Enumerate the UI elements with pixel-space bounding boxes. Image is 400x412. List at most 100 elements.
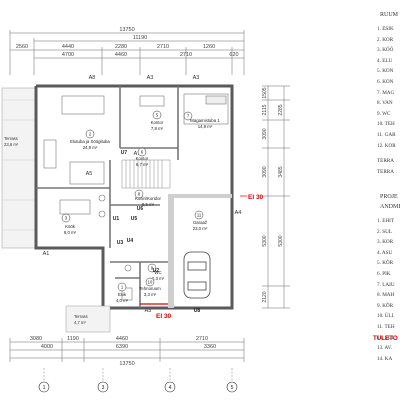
dim-bottom-r1-4: 2710	[196, 336, 208, 342]
legend-item: 11. GAR	[377, 131, 396, 138]
project-item: 9. KÕR	[377, 302, 394, 309]
fire-label-door: EI 30	[156, 313, 172, 320]
project-item: 4. ASU	[377, 249, 393, 256]
dim-right-4: 3090	[262, 166, 268, 177]
door-U2: U2	[153, 268, 160, 274]
room-num-7: 7	[187, 114, 190, 119]
legend-item: 8. VAN	[377, 100, 393, 107]
room-3-area: 9,0 m²	[64, 230, 77, 235]
dim-top-r4-4: 620	[229, 52, 238, 58]
fire-rating-labels: EI 30 EI 30	[156, 194, 264, 320]
axis-num-1: 1	[43, 385, 46, 391]
legend-item: 10. TEH	[377, 121, 395, 128]
bottom-dimensions	[9, 338, 245, 362]
dim-bottom-r2-3: 3360	[204, 344, 216, 350]
furniture	[43, 93, 229, 301]
legend-item: 6. KON	[377, 78, 394, 85]
room-9-name: WC	[154, 270, 161, 275]
axis-A5: A5	[86, 171, 93, 177]
room-num-1: 1	[121, 285, 124, 290]
legend-item: 7. MAG	[377, 89, 395, 96]
room-num-9: 9	[151, 266, 154, 271]
axis-num-4: 4	[169, 385, 172, 391]
dim-top-r4-1: 4700	[62, 52, 74, 58]
room-3-name: Köök	[65, 224, 76, 229]
project-data-list: 1. EHIT 2. SUL 3. KOR 4. ASU 5. KÕR 6. P…	[377, 216, 400, 364]
legend-item: 9. WC	[377, 110, 391, 117]
car-icon	[183, 251, 211, 299]
terrace-line: TERRA	[377, 158, 395, 164]
axis-A1-bottom: A1	[43, 251, 50, 257]
dim-right-far-1: 2285	[278, 104, 284, 115]
door-U8: U8	[194, 308, 201, 314]
project-item: 8. MAH	[377, 292, 395, 299]
project-item: 6. PIK	[377, 270, 391, 277]
terrace-entrance-name: Terrass	[74, 314, 88, 319]
dim-top-total: 13750	[119, 27, 134, 33]
room-8-area: 9,5 m²	[142, 202, 155, 207]
room-7-area: 14,9 m²	[198, 124, 213, 129]
legend-item: 12. KOR	[377, 142, 396, 149]
project-item: 2. SUL	[377, 228, 392, 235]
dim-top-r4-2: 4460	[115, 52, 127, 58]
right-dimensions	[262, 85, 290, 309]
room-number-markers: 2 5 7 3 6 8 11 9 10 1	[61, 110, 204, 292]
terrace-entrance	[65, 305, 111, 333]
axis-A8: A8	[89, 75, 96, 81]
dim-top-r3-5: 1260	[203, 44, 215, 50]
door-U5: U5	[131, 216, 138, 222]
door-U3: U3	[117, 240, 124, 246]
project-subtitle: ANDME	[380, 204, 400, 210]
room-6-name: Kontor	[136, 156, 149, 161]
garage-wall-hatch	[168, 194, 174, 308]
project-item: 5. KÕR	[377, 260, 394, 267]
terrace-entrance-area: 4,7 m²	[74, 320, 86, 325]
dim-bottom-r1-2: 1190	[67, 336, 79, 342]
project-item: 14. KA	[377, 355, 393, 362]
fire-safety-title: TULETÕ	[373, 335, 398, 342]
project-item: 10. ÜLI	[377, 313, 394, 320]
room-num-3: 3	[65, 216, 68, 221]
room-1-name: Esik	[118, 292, 127, 297]
project-title: PROJE	[380, 194, 398, 200]
axis-A3-bottom: A3	[145, 308, 152, 314]
project-item: 11. TEH	[377, 323, 395, 330]
door-U7: U7	[121, 150, 128, 156]
legend-item: 4. ELU	[377, 57, 393, 64]
room-num-2: 2	[89, 132, 92, 137]
dim-bottom-r1-3: 4460	[116, 336, 128, 342]
grid-axis-markers: 1 3 4 5	[38, 368, 238, 393]
room-5-area: 7,8 m²	[151, 126, 164, 131]
legend-item: 5. KON	[377, 68, 394, 75]
dim-right-3: 3090	[262, 128, 268, 139]
project-item: 13. AV.	[377, 345, 392, 352]
project-item: 12. SUL	[377, 334, 395, 341]
room-9-area: 2,3 m²	[152, 276, 165, 281]
dim-bottom-total: 13750	[119, 361, 134, 367]
room-num-11: 11	[197, 213, 202, 218]
room-1-area: 4,0 m²	[116, 298, 129, 303]
dim-top-mid: 11190	[133, 35, 147, 41]
room-7-name: Magamistuba 1	[190, 118, 220, 123]
dim-top-r4-3: 2710	[180, 52, 192, 58]
dim-right-far-2: 3485	[278, 166, 284, 177]
door-U4: U4	[127, 238, 134, 244]
room-legend: 1. ESIK 2. KOR 3. KÖÖ 4. ELU 5. KON 6. K…	[377, 24, 400, 151]
axis-A4: A4	[235, 210, 242, 216]
dim-bottom-r1-1: 3080	[30, 336, 42, 342]
dim-top-r3-1: 2560	[16, 44, 28, 50]
dim-top-r3-3: 2280	[115, 44, 127, 50]
dim-right-2: 2115	[262, 104, 268, 115]
room-11-area: 23,0 m²	[193, 226, 208, 231]
fire-label-wall: EI 30	[248, 194, 264, 201]
axis-A3-top: A3	[147, 75, 154, 81]
axis-num-5: 5	[231, 385, 234, 391]
axis-num-3: 3	[102, 385, 105, 391]
door-U1: U1	[113, 216, 120, 222]
room-num-5: 5	[156, 113, 159, 118]
legend-item: 2. KOR	[377, 36, 394, 43]
project-item: 7. LAIU	[377, 281, 395, 288]
dim-right-5: 5300	[262, 235, 268, 246]
room-5-name: Kontor	[151, 120, 164, 125]
